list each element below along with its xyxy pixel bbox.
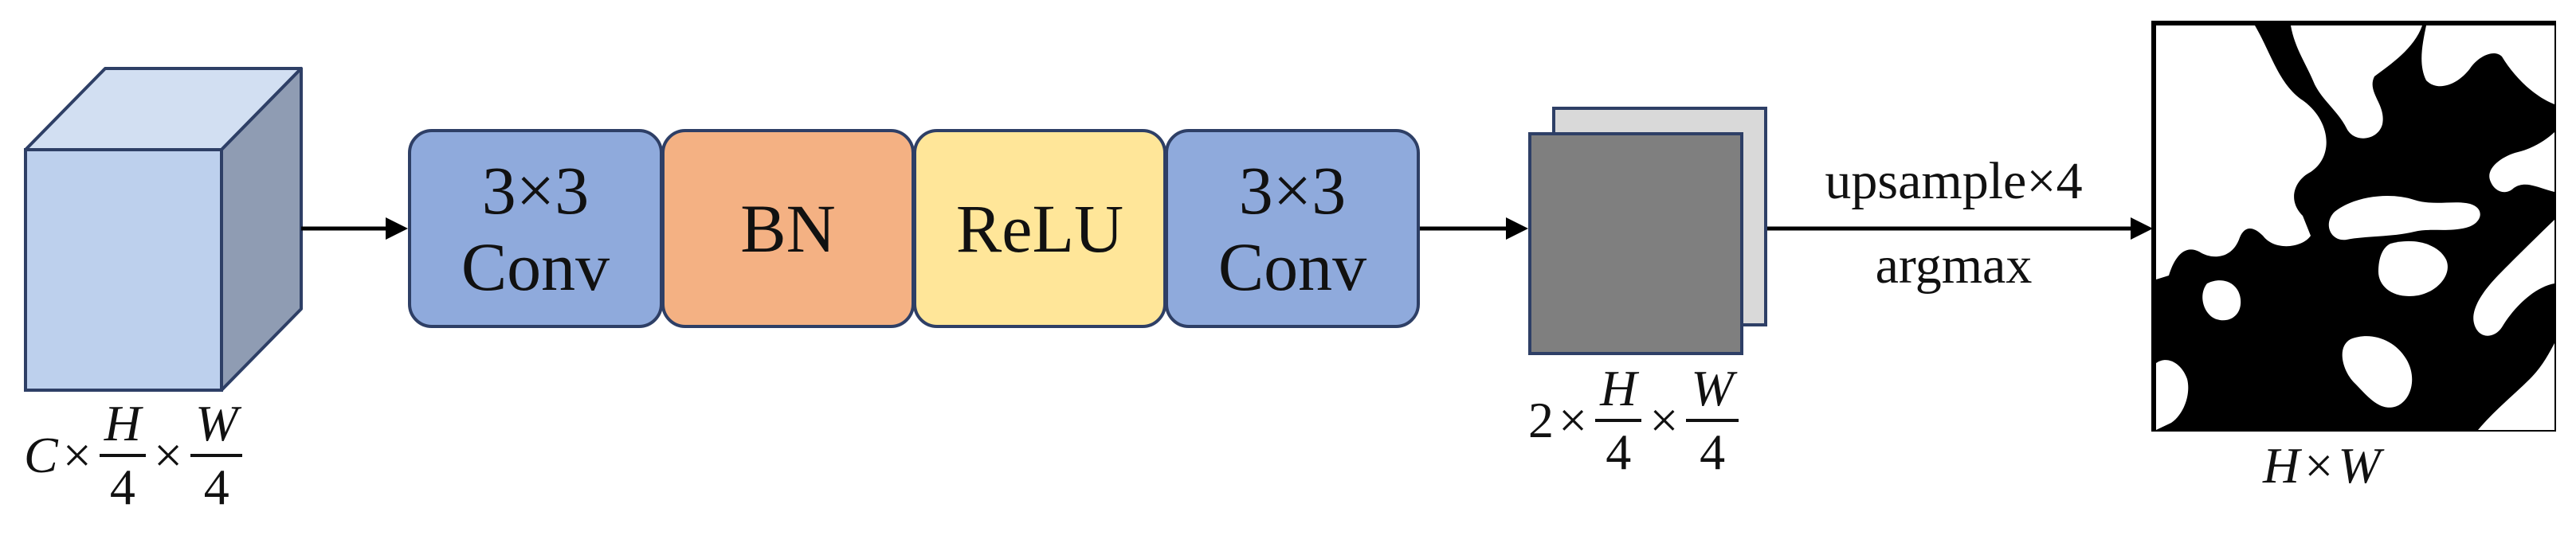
feature-height-numerator: H [1600,360,1637,416]
mask-region-center-blob [2378,240,2448,296]
feature-times-sign-1: × [1559,392,1588,448]
relu-block-text: ReLU [955,190,1124,267]
cube-front-face [24,148,223,392]
input-channel-symbol: C [24,427,58,483]
conv-block-2-kernel-text: 3×3 [1238,151,1347,229]
mask-height-symbol: H [2263,437,2300,494]
mask-region-top-left [2156,25,2327,279]
mask-width-symbol: W [2338,437,2381,494]
feature-map-label: 2 × H 4 × W 4 [1528,363,1742,478]
input-width-denominator: 4 [203,459,229,515]
feature-height-denominator: 4 [1606,424,1632,480]
conv-block-1: 3×3 Conv [408,129,663,328]
conv-block-1-kernel-text: 3×3 [481,151,590,229]
feature-map-front-layer [1528,132,1743,355]
fraction-bar [190,454,243,457]
mask-size-label: H × W [2263,436,2381,495]
feature-width-numerator: W [1691,360,1734,416]
upsample-label: upsample×4 [1825,152,2083,210]
mask-times-sign: × [2304,437,2334,494]
bn-block-text: BN [740,190,836,267]
arrow-feature-to-mask-head [2131,217,2153,240]
feature-width-fraction: W 4 [1686,360,1739,480]
bn-block: BN [661,129,915,328]
mask-region-right-middle [2489,132,2554,193]
fraction-bar [99,454,146,457]
input-width-numerator: W [195,395,238,451]
conv-block-2: 3×3 Conv [1165,129,1420,328]
arrow-conv-to-feature-head [1506,217,1528,240]
input-times-sign-1: × [62,427,92,483]
fraction-bar [1595,419,1642,422]
mask-region-bottom-center [2342,336,2413,408]
feature-map-stack [1528,107,1767,355]
feature-width-denominator: 4 [1700,424,1726,480]
input-times-sign-2: × [154,427,183,483]
feature-height-fraction: H 4 [1595,360,1642,480]
mask-region-top-right [2421,25,2554,104]
input-height-fraction: H 4 [99,395,146,515]
feature-channel-count: 2 [1528,392,1554,448]
fraction-bar [1686,419,1739,422]
mask-region-right-lower [2473,220,2554,336]
conv-block-1-op-text: Conv [461,229,610,305]
relu-block: ReLU [913,129,1166,328]
feature-times-sign-2: × [1649,392,1679,448]
mask-region-bottom-left [2156,360,2189,430]
input-height-denominator: 4 [109,459,135,515]
conv-block-2-op-text: Conv [1217,229,1367,305]
arrow-input-to-conv-head [386,217,408,240]
segmentation-mask [2151,21,2556,432]
mask-white-regions [2156,25,2554,430]
input-width-fraction: W 4 [190,395,243,515]
input-height-numerator: H [104,395,141,451]
input-tensor-cube [24,67,303,392]
mask-region-top-center [2291,25,2422,139]
input-tensor-label: C × H 4 × W 4 [24,398,245,513]
mask-region-channel [2328,196,2480,240]
argmax-label: argmax [1875,236,2033,295]
mask-region-left-mid [2202,280,2241,321]
mask-region-bottom-right [2478,343,2554,430]
